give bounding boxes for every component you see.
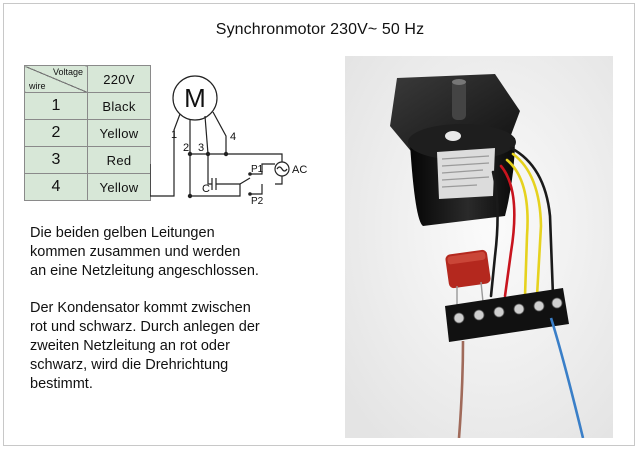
wire-number: 4 bbox=[24, 173, 88, 201]
light-reflection bbox=[445, 131, 461, 141]
text-line: kommen zusammen und werden bbox=[30, 244, 241, 260]
terminal-1-label: 1 bbox=[171, 129, 177, 141]
wire-header-label: wire bbox=[29, 81, 46, 91]
wire-number: 2 bbox=[24, 119, 88, 147]
text-line: zweiten Netzleitung an rot oder bbox=[30, 338, 230, 354]
motor-shaft bbox=[452, 80, 466, 120]
text-line: Der Kondensator kommt zwischen bbox=[30, 300, 251, 316]
text-line: an eine Netzleitung angeschlossen. bbox=[30, 263, 259, 279]
voltage-header-label: Voltage bbox=[52, 67, 83, 77]
yellow-wire bbox=[511, 152, 543, 298]
terminal-2-label: 2 bbox=[183, 142, 189, 154]
black-wire bbox=[509, 146, 555, 298]
wire-color: Black bbox=[87, 92, 151, 120]
table-corner-header: Voltage wire bbox=[24, 65, 88, 93]
page-title: Synchronmotor 230V~ 50 Hz bbox=[215, 21, 425, 38]
wire-color-table: Voltage wire 220V 1 Black 2 Yellow 3 Red… bbox=[24, 65, 151, 201]
table-header-row: Voltage wire 220V bbox=[24, 65, 151, 93]
paragraph-capacitor: Der Kondensator kommt zwischen rot und s… bbox=[30, 299, 260, 394]
lead-1 bbox=[150, 113, 181, 197]
capacitor-symbol bbox=[211, 178, 217, 190]
image-frame bbox=[3, 3, 635, 446]
motor-photo bbox=[345, 56, 613, 438]
wire-color: Yellow bbox=[87, 119, 151, 147]
brown-lead bbox=[457, 340, 465, 438]
yellow-wire bbox=[505, 158, 529, 298]
terminal-block bbox=[445, 288, 569, 342]
wiring-schematic: M 1 2 3 4 AC C P1 P2 bbox=[150, 75, 307, 206]
red-wire bbox=[499, 164, 516, 298]
capacitor-label: C bbox=[202, 183, 210, 195]
terminal-3-label: 3 bbox=[198, 142, 204, 154]
table-row: 4 Yellow bbox=[24, 173, 151, 201]
text-line: rot und schwarz. Durch anlegen der bbox=[30, 319, 260, 335]
switch-p1-label: P1 bbox=[251, 164, 264, 175]
ac-label: AC bbox=[292, 164, 307, 176]
text-line: schwarz, wird die Drehrichtung bbox=[30, 357, 229, 373]
motor-symbol bbox=[172, 75, 218, 121]
wire-number: 3 bbox=[24, 146, 88, 174]
switch-p2-label: P2 bbox=[251, 196, 264, 206]
lead-3 bbox=[204, 115, 209, 155]
terminal-4-label: 4 bbox=[230, 131, 236, 143]
black-wire bbox=[489, 170, 499, 298]
text-line: bestimmt. bbox=[30, 376, 93, 392]
paragraph-yellow-wires: Die beiden gelben Leitungen kommen zusam… bbox=[30, 224, 259, 281]
wire-number: 1 bbox=[24, 92, 88, 120]
blue-lead bbox=[549, 317, 585, 438]
switch-arm bbox=[239, 177, 251, 185]
voltage-value-header: 220V bbox=[87, 65, 151, 93]
lead-4 bbox=[212, 111, 227, 154]
wire-color: Yellow bbox=[87, 173, 151, 201]
table-row: 3 Red bbox=[24, 146, 151, 174]
text-line: Die beiden gelben Leitungen bbox=[30, 225, 215, 241]
capacitor-lead bbox=[207, 154, 212, 185]
table-row: 1 Black bbox=[24, 92, 151, 120]
table-row: 2 Yellow bbox=[24, 119, 151, 147]
wire-color: Red bbox=[87, 146, 151, 174]
motor-label: M bbox=[184, 83, 206, 113]
